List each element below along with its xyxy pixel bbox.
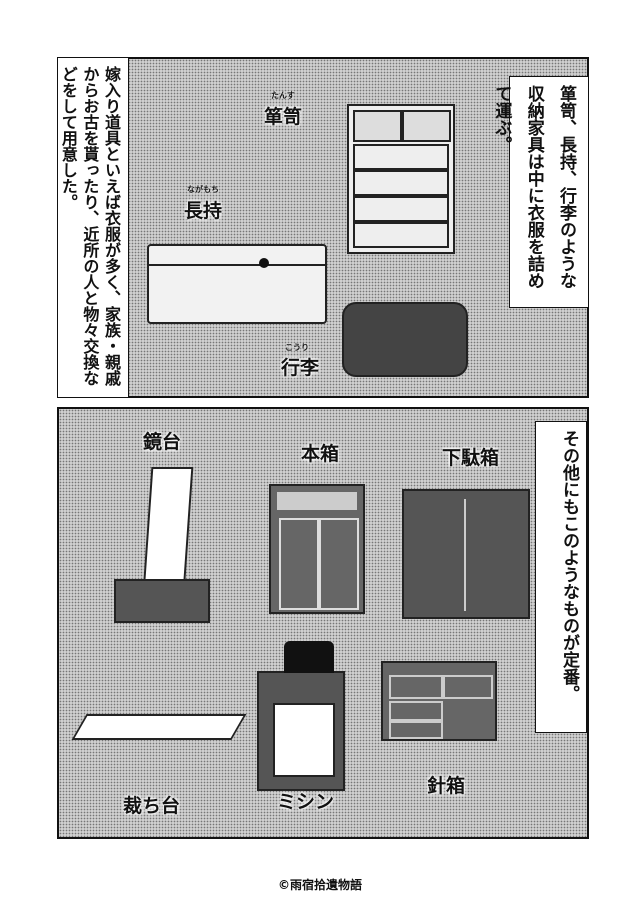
narration-right: 箪笥、長持、行李のような収納家具は中に衣服を詰めて運ぶ。 bbox=[491, 76, 589, 308]
tachidai-illustration bbox=[71, 714, 247, 740]
label-tachidai: 裁ち台 bbox=[123, 795, 181, 817]
getabako-illustration bbox=[402, 489, 530, 619]
kyodai-base bbox=[114, 579, 210, 623]
nagamochi-illustration bbox=[147, 244, 327, 324]
sewing-machine-head bbox=[284, 641, 334, 673]
narration-left: 嫁入り道具といえば衣服が多く、家族・親戚からお古を貰ったり、近所の人と物々交換な… bbox=[57, 57, 129, 398]
tansu-illustration bbox=[347, 104, 455, 254]
label-nagamochi: 長持 bbox=[184, 200, 223, 222]
kori-illustration bbox=[342, 302, 468, 377]
label-mishin: ミシン bbox=[277, 791, 335, 813]
label-honbako: 本箱 bbox=[301, 443, 340, 465]
copyright: ©雨宿拾遺物語 bbox=[277, 878, 362, 892]
haribako-illustration bbox=[381, 661, 497, 741]
label-kyodai: 鏡台 bbox=[143, 431, 182, 453]
label-getabako: 下駄箱 bbox=[442, 447, 500, 469]
label-haribako: 針箱 bbox=[427, 775, 466, 797]
narration-other: その他にもこのようなものが定番。 bbox=[535, 421, 587, 733]
panel-storage-furniture: 嫁入り道具といえば衣服が多く、家族・親戚からお古を貰ったり、近所の人と物々交換な… bbox=[57, 57, 589, 398]
sewing-machine-illustration bbox=[257, 671, 345, 791]
panel-other-furniture: その他にもこのようなものが定番。 鏡台 本箱 下駄箱 裁ち台 ミシン 針箱 bbox=[57, 407, 589, 839]
kyodai-illustration bbox=[142, 467, 194, 592]
ruby-kori: こうり bbox=[285, 343, 309, 352]
ruby-nagamochi: ながもち bbox=[187, 185, 219, 194]
ruby-tansu: たんす bbox=[271, 91, 295, 100]
label-tansu: 箪笥 bbox=[264, 106, 303, 128]
label-kori: 行李 bbox=[281, 357, 320, 379]
honbako-illustration bbox=[269, 484, 365, 614]
